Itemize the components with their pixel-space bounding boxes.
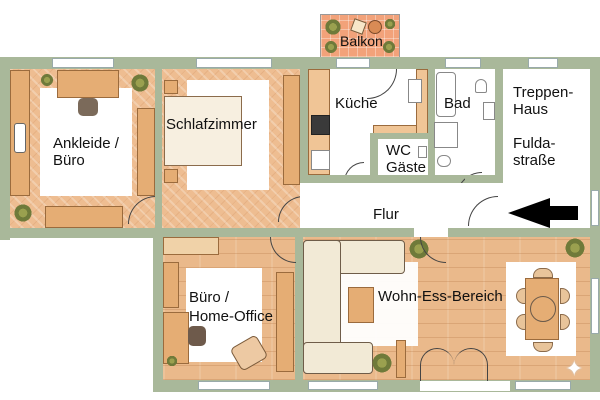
window: [198, 381, 270, 390]
room-label-balkon: Balkon: [340, 33, 383, 49]
room-label-flur: Flur: [373, 206, 399, 223]
bed: [164, 96, 242, 166]
window: [445, 58, 481, 68]
plant-icon: [382, 40, 396, 54]
plant-icon: [324, 18, 342, 36]
dining-chair: [516, 288, 526, 304]
room-label-kueche: Küche: [335, 95, 378, 112]
plant-icon: [13, 203, 33, 223]
desk: [57, 70, 119, 98]
chandelier-icon: [530, 296, 556, 322]
window: [52, 58, 114, 68]
terrace-door-opening: [420, 381, 510, 391]
outer-wall: [153, 228, 163, 392]
room-label-ankleide: Ankleide / Büro: [53, 135, 119, 169]
window: [336, 58, 370, 68]
toilet-icon: [437, 155, 451, 167]
plant-icon: [166, 355, 178, 367]
interior-wall: [428, 69, 435, 183]
cabinet: [163, 262, 179, 308]
window: [591, 278, 599, 334]
sideboard: [276, 272, 294, 372]
window: [591, 190, 599, 226]
toilet-icon: [475, 79, 487, 93]
window: [308, 381, 378, 390]
terrace-door-left[interactable]: [420, 348, 454, 382]
interior-wall: [495, 69, 503, 183]
window: [528, 58, 558, 68]
sink-icon: [483, 102, 495, 120]
room-label-wohn: Wohn-Ess-Bereich: [378, 288, 503, 305]
interior-wall: [370, 133, 432, 139]
interior-wall: [296, 228, 600, 237]
office-chair: [78, 98, 98, 116]
wardrobe: [283, 75, 300, 185]
plant-icon: [371, 352, 393, 374]
window: [196, 58, 272, 68]
stove-icon: [311, 115, 330, 135]
room-label-bad: Bad: [444, 95, 471, 112]
coffee-table: [348, 287, 374, 323]
interior-wall: [465, 175, 503, 183]
interior-wall: [155, 228, 300, 237]
door-opening: [414, 228, 448, 237]
office-chair: [188, 326, 206, 346]
nightstand: [164, 169, 178, 183]
room-label-treppenhaus: Treppen- Haus Fulda- straße: [513, 84, 574, 169]
sideboard: [137, 108, 155, 196]
plant-icon: [384, 18, 396, 30]
outer-wall: [0, 57, 10, 240]
tv-stand: [396, 340, 406, 378]
shower-icon: [434, 122, 458, 148]
fridge: [311, 150, 330, 170]
interior-wall: [370, 135, 378, 183]
terrace-door-right[interactable]: [454, 348, 488, 382]
interior-wall: [295, 236, 303, 381]
sink-icon: [408, 79, 422, 103]
dining-chair: [533, 268, 553, 278]
bathtub-icon: [436, 72, 456, 117]
room-label-schlafzimmer: Schlafzimmer: [166, 116, 257, 133]
plant-icon: [40, 73, 54, 87]
balcony-table-icon: [368, 20, 382, 34]
shelf: [45, 206, 123, 228]
outer-wall: [0, 228, 160, 238]
room-label-buero: Büro / Home-Office: [189, 289, 273, 325]
interior-wall: [300, 69, 308, 190]
interior-wall: [155, 69, 162, 228]
room-label-wc: WC Gäste: [386, 142, 427, 176]
plant-icon: [130, 73, 150, 93]
dining-chair: [516, 314, 526, 330]
plant-icon: [324, 40, 338, 54]
window: [515, 381, 571, 390]
sparkle-icon: ✦: [565, 356, 584, 381]
arrow-left-icon: [508, 198, 578, 228]
rug: [330, 262, 418, 346]
plant-icon: [564, 237, 586, 259]
sofa: [303, 342, 373, 374]
interior-wall: [308, 175, 468, 183]
bookshelf: [163, 237, 219, 255]
mirror: [14, 123, 26, 153]
wc-sink-icon: [418, 146, 427, 158]
nightstand: [164, 80, 178, 94]
